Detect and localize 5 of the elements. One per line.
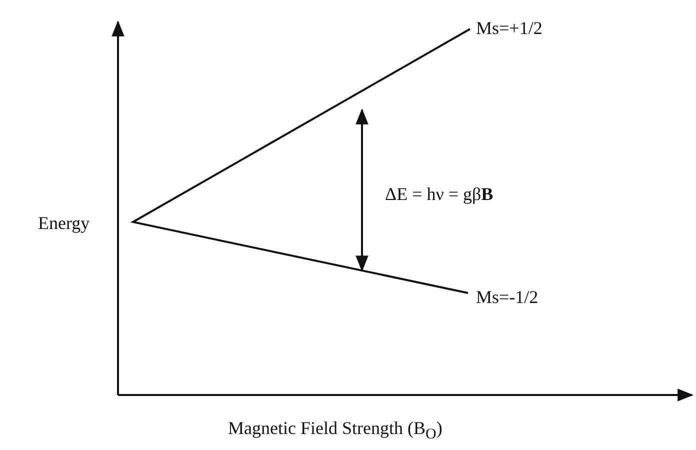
level-label: Ms=+1/2 (476, 18, 542, 40)
axis-label: Energy (38, 213, 90, 235)
level-label: Ms=-1/2 (476, 287, 538, 309)
energy-gap-formula: ΔE = hν = gβB (385, 184, 494, 206)
axis-label: Magnetic Field Strength (B$_{O}$) (228, 418, 442, 444)
